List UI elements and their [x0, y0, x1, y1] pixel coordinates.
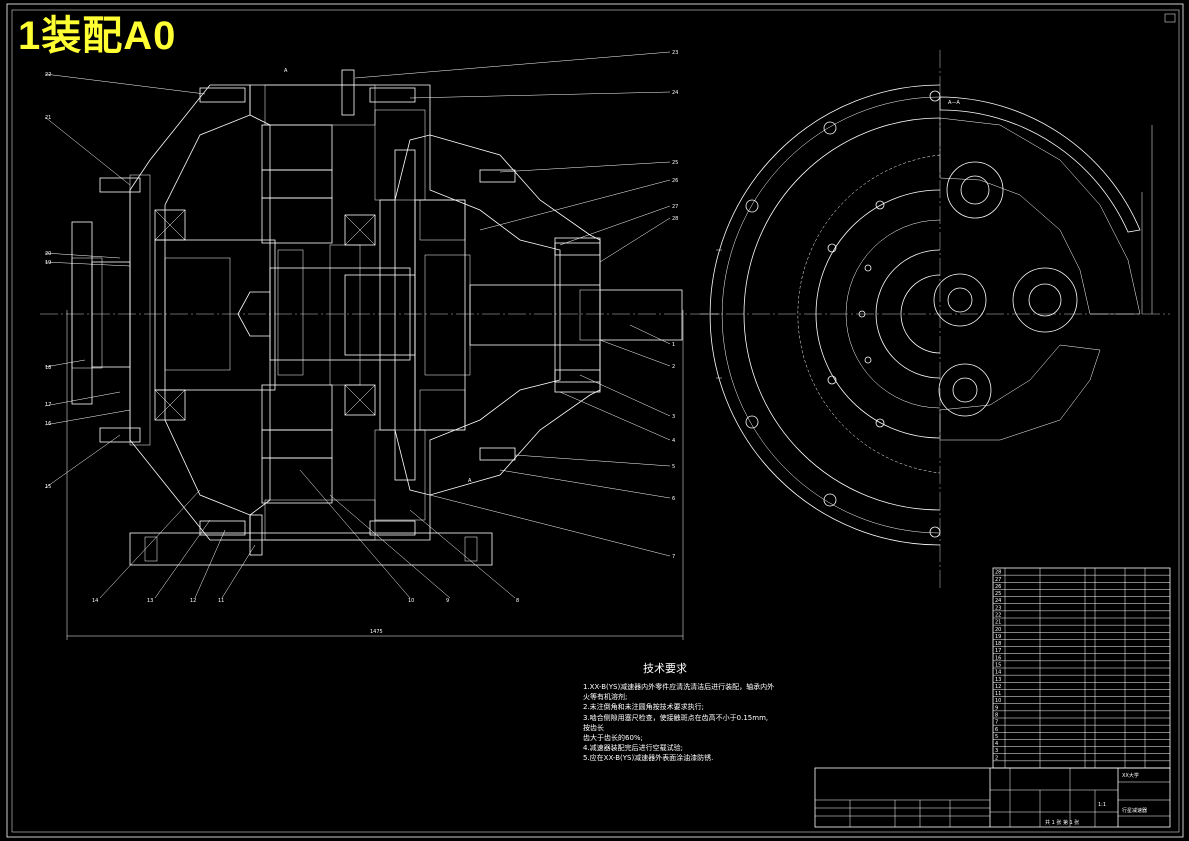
bom-row-number: 17 [995, 648, 1001, 654]
outer-frame [6, 3, 1184, 838]
bom-row-number: 24 [995, 598, 1001, 604]
bom-row-number: 5 [995, 734, 998, 740]
bom-row-number: 18 [995, 641, 1001, 647]
bom-row-number: 25 [995, 591, 1001, 597]
tech-note: 2.未注倒角和未注圆角按技术要求执行; [583, 703, 705, 711]
bom-row-number: 11 [995, 691, 1001, 697]
svg-text:11: 11 [218, 598, 224, 604]
callout-leaders: 23 24 25 26 27 28 1 2 3 4 5 6 7 8 9 10 1… [44, 50, 678, 604]
bom-row-number: 28 [995, 570, 1001, 576]
svg-text:15: 15 [45, 484, 51, 490]
svg-text:20: 20 [45, 251, 51, 257]
tech-note: 3.啮合侧隙用塞尺检查，使接触斑点在齿高不小于0.15mm, [583, 714, 769, 722]
svg-text:25: 25 [672, 160, 678, 166]
bom-row-number: 27 [995, 577, 1001, 583]
tech-note: 5.应在XX-B(YS)减速器外表面涂油漆防锈. [583, 754, 714, 762]
bom-row-number: 23 [995, 605, 1001, 611]
svg-text:A: A [468, 478, 472, 484]
svg-text:13: 13 [147, 598, 153, 604]
bom-row-number: 16 [995, 655, 1001, 661]
bom-row-number: 22 [995, 613, 1001, 619]
scale-value: 1:1 [1098, 802, 1106, 808]
svg-text:6: 6 [672, 496, 675, 502]
sheet-count: 共 1 张 第 1 张 [1045, 819, 1079, 826]
bom-row-number: 19 [995, 634, 1001, 640]
svg-text:9: 9 [446, 598, 449, 604]
school-name: XX大学 [1122, 772, 1139, 779]
tech-note: 1.XX-B(YS)减速器内外零件应清洗清洁后进行装配，轴承内外 [583, 683, 775, 691]
svg-text:1: 1 [672, 342, 675, 348]
bom-row-number: 3 [995, 748, 998, 754]
svg-text:23: 23 [672, 50, 678, 56]
svg-text:3: 3 [672, 414, 675, 420]
bom-row-number: 20 [995, 627, 1001, 633]
end-view: A—A [709, 50, 1153, 590]
drawing-name: 行星减速器 [1122, 807, 1147, 814]
tech-note: 按齿长 [583, 724, 604, 732]
section-view: 1475 A A [66, 68, 684, 640]
bom-row-number: 6 [995, 727, 998, 733]
svg-text:8: 8 [516, 598, 519, 604]
bill-of-materials: 2827262524232221201918171615141312111098… [992, 567, 1171, 769]
svg-text:10: 10 [408, 598, 414, 604]
svg-text:28: 28 [672, 216, 678, 222]
bom-row-number: 26 [995, 584, 1001, 590]
svg-text:16: 16 [45, 421, 51, 427]
bom-row-number: 10 [995, 698, 1001, 704]
svg-text:19: 19 [45, 260, 51, 266]
bom-row-number: 2 [995, 755, 998, 761]
svg-text:5: 5 [672, 464, 675, 470]
bom-row-number: 4 [995, 741, 998, 747]
title-block: XX大学 行星减速器 1:1 共 1 张 第 1 张 [814, 767, 1171, 828]
tech-note: 齿大于齿长的60%; [583, 734, 643, 742]
inner-frame [11, 9, 1180, 833]
bom-row-number: 14 [995, 670, 1001, 676]
svg-text:2: 2 [672, 364, 675, 370]
tech-note: 火等有机溶剂; [583, 693, 628, 701]
svg-text:24: 24 [672, 90, 678, 96]
bom-row-number: 13 [995, 677, 1001, 683]
svg-text:17: 17 [45, 402, 51, 408]
tech-requirements-title: 技术要求 [643, 662, 687, 675]
svg-text:4: 4 [672, 438, 675, 444]
corner-mark [1164, 13, 1176, 23]
bom-row-number: 7 [995, 720, 998, 726]
svg-text:18: 18 [45, 365, 51, 371]
svg-text:22: 22 [45, 72, 51, 78]
bom-row-number: 12 [995, 684, 1001, 690]
bom-row-number: 21 [995, 620, 1001, 626]
bom-row-number: 8 [995, 713, 998, 719]
dimension-text: 1475 [370, 629, 383, 635]
svg-text:14: 14 [92, 598, 98, 604]
tech-note: 4.减速器装配完后进行空载试验; [583, 744, 684, 752]
svg-text:21: 21 [45, 115, 51, 121]
svg-text:7: 7 [672, 554, 675, 560]
bom-row-number: 9 [995, 705, 998, 711]
bom-row-number: 15 [995, 663, 1001, 669]
svg-text:12: 12 [190, 598, 196, 604]
drawing-title: 1装配A0 [18, 14, 177, 58]
section-label: A—A [948, 100, 960, 106]
svg-text:A: A [284, 68, 288, 74]
svg-text:27: 27 [672, 204, 678, 210]
svg-text:26: 26 [672, 178, 678, 184]
